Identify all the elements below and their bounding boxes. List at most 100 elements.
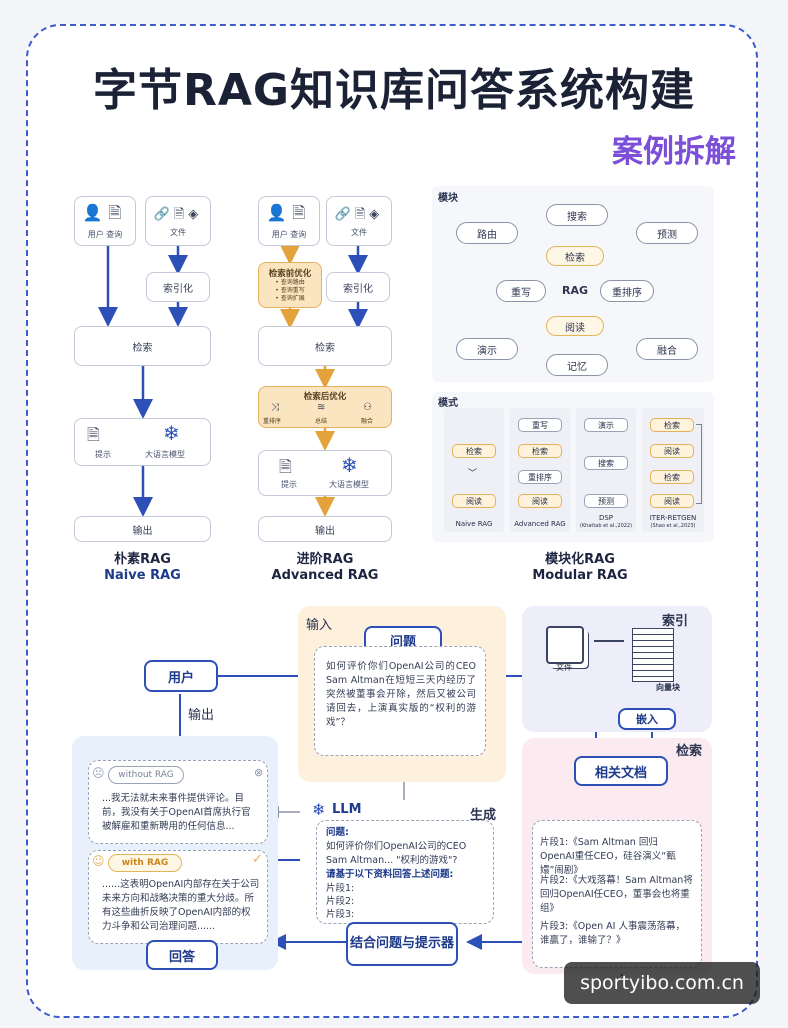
naive-index-box: 索引化	[146, 272, 210, 302]
pattern-step: 检索	[452, 444, 496, 458]
chunk-2: 片段2:《大戏落幕！Sam Altman将回归OpenAI任CEO，董事会也将重…	[540, 875, 693, 914]
pattern-note: (Khattab et al.,2022)	[579, 523, 633, 529]
pattern-step: 检索	[518, 444, 562, 458]
post-item: 融合	[361, 418, 374, 425]
advanced-output-box: 输出	[258, 516, 392, 542]
naive-caption-en: Naive RAG	[104, 568, 181, 583]
llm-label: LLM	[332, 802, 362, 817]
snowflake-icon: ❄	[163, 421, 180, 445]
naive-user-query-box: 👤🗎 用户 查询	[74, 196, 136, 246]
pattern-step: 搜索	[584, 456, 628, 470]
pattern-name: Naive RAG	[455, 520, 493, 528]
advanced-doc-box: 🔗🗎◈ 文件	[326, 196, 392, 246]
pattern-step: 重排序	[518, 470, 562, 484]
pattern-name: Advanced RAG	[514, 520, 566, 528]
pattern-naive: 检索 ﹀ 阅读 Naive RAG	[444, 408, 504, 532]
naive-caption: 朴素RAG Naive RAG	[74, 552, 211, 584]
answer-box: 回答	[146, 940, 218, 970]
module-rag-center: RAG	[562, 284, 589, 297]
generate-label: 生成	[470, 808, 497, 823]
module-label: 模块	[438, 193, 458, 204]
advanced-caption-cn: 进阶RAG	[296, 552, 354, 567]
vector-label: 向量块	[656, 683, 680, 692]
post-retrieval-title: 检索后优化	[303, 392, 347, 402]
pattern-step: 演示	[584, 418, 628, 432]
combine-box: 结合问题与提示器	[346, 922, 458, 966]
pattern-step: 阅读	[650, 494, 694, 508]
prompt-question-label: 问题:	[326, 827, 349, 838]
naive-output-box: 输出	[74, 516, 211, 542]
user-icon: 👤🗎	[266, 203, 312, 222]
pattern-name: ITER-RETGEN	[649, 514, 697, 522]
snowflake-icon: ❄	[341, 453, 358, 477]
prompt-slot: 片段1:	[326, 883, 355, 894]
pattern-step: 检索	[650, 470, 694, 484]
chunks-box	[532, 820, 702, 968]
module-demo: 演示	[456, 338, 518, 360]
retrieval-label: 检索	[676, 744, 703, 759]
question-text-box	[314, 646, 486, 756]
smile-face-icon: ☺	[92, 854, 105, 868]
module-rewrite: 重写	[496, 280, 546, 302]
modular-caption-cn: 模块化RAG	[545, 552, 615, 567]
chevron-down-icon: ﹀	[468, 469, 478, 479]
document-icon: 🔗🗎◈	[334, 206, 384, 222]
advanced-index-box: 索引化	[326, 272, 390, 302]
pattern-iter: 检索 阅读 检索 阅读 ITER-RETGEN (Shao et al.,202…	[642, 408, 704, 532]
pattern-step: 阅读	[518, 494, 562, 508]
naive-query-label: 查询	[106, 230, 123, 239]
output-label: 输出	[188, 708, 215, 723]
document-icon: 🔗🗎◈	[153, 206, 203, 222]
naive-doc-label: 文件	[170, 227, 186, 237]
naive-generate-box: 🗎 提示 ❄ 大语言模型	[74, 418, 211, 466]
module-rerank: 重排序	[600, 280, 654, 302]
page-subtitle: 案例拆解	[612, 134, 736, 170]
module-predict: 预测	[636, 222, 698, 244]
with-rag-tag: with RAG	[108, 854, 182, 872]
advanced-user-query-box: 👤🗎 用户 查询	[258, 196, 320, 246]
page-title: 字节RAG知识库问答系统构建	[92, 65, 696, 116]
naive-caption-cn: 朴素RAG	[114, 552, 171, 567]
merge-icon: ⚇	[363, 402, 372, 413]
with-rag-text: ......这表明OpenAI内部存在关于公司未来方向和战略决策的重大分歧。所有…	[102, 879, 260, 932]
advanced-caption: 进阶RAG Advanced RAG	[258, 552, 392, 584]
embed-box: 嵌入	[618, 708, 676, 730]
prompt-slot: 片段3:	[326, 909, 355, 920]
naive-prompt-label: 提示	[95, 450, 111, 459]
file-stack-icon	[546, 626, 584, 664]
post-item: 重排序	[263, 418, 282, 425]
advanced-caption-en: Advanced RAG	[271, 568, 379, 583]
prompt-doc-icon: 🗎	[279, 457, 292, 476]
check-icon: ✓	[252, 852, 263, 867]
prompt-box	[316, 820, 494, 924]
user-box: 用户	[144, 660, 218, 692]
watermark: sportyibo.com.cn	[564, 962, 760, 1004]
sad-face-icon: ☹	[92, 766, 105, 780]
loop-arrow	[696, 424, 702, 504]
post-item: 总结	[315, 418, 328, 425]
pattern-step: 检索	[650, 418, 694, 432]
modular-caption: 模块化RAG Modular RAG	[500, 552, 660, 584]
advanced-query-label: 查询	[290, 230, 307, 239]
pattern-advanced: 重写 检索 重排序 阅读 Advanced RAG	[510, 408, 570, 532]
pre-item: • 查询路由	[275, 279, 305, 286]
index-label: 索引	[662, 614, 689, 629]
advanced-user-label: 用户	[271, 230, 288, 239]
naive-retrieve-box: 检索	[74, 326, 211, 366]
pattern-label: 模式	[438, 398, 458, 409]
prompt-doc-icon: 🗎	[87, 425, 100, 444]
file-label: 文件	[556, 663, 572, 672]
snowflake-icon: ❄	[312, 800, 326, 819]
post-retrieval-box: 检索后优化 ⤨ ≋ ⚇ 重排序 总结 融合	[258, 386, 392, 428]
prompt-hint: 请基于以下资料回答上述问题:	[326, 869, 454, 880]
pattern-note: (Shao et al.,2023)	[650, 523, 696, 529]
without-rag-tag: without RAG	[108, 766, 184, 784]
advanced-doc-label: 文件	[351, 227, 367, 237]
relevant-docs-box: 相关文档	[574, 756, 668, 786]
module-memory: 记忆	[546, 354, 608, 376]
module-fusion: 融合	[636, 338, 698, 360]
pattern-dsp: 演示 搜索 预测 DSP (Khattab et al.,2022)	[576, 408, 636, 532]
cross-icon: ⊗	[254, 766, 264, 779]
pattern-name: DSP	[598, 514, 614, 522]
